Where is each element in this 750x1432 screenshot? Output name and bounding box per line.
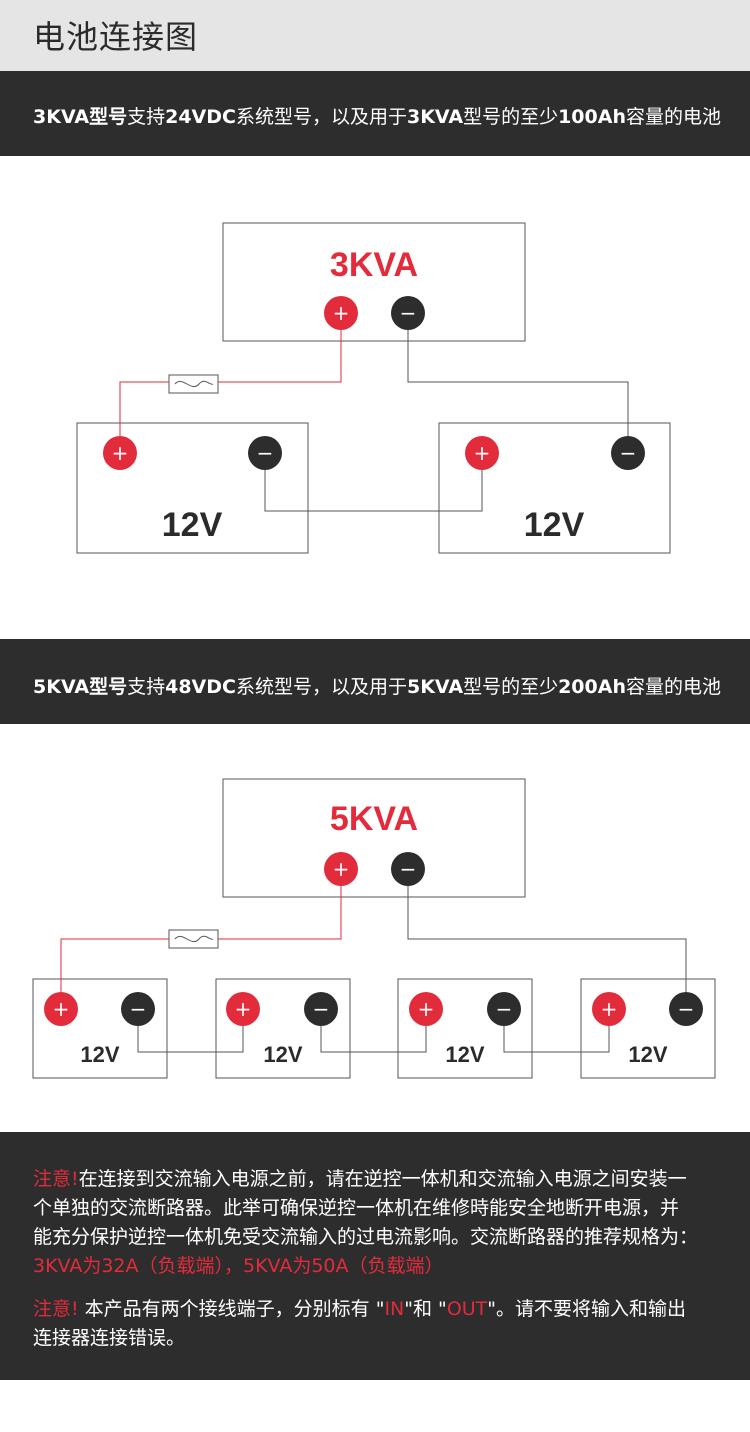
series-wire	[320, 1009, 427, 1053]
svg-text:+: +	[333, 857, 350, 881]
plus-terminal-icon: +	[226, 992, 260, 1026]
fuse	[168, 374, 219, 394]
svg-text:−: −	[130, 997, 147, 1021]
series-wire	[503, 1009, 610, 1053]
battery-label: 12V	[445, 1042, 484, 1067]
section2-description: 5KVA型号支持48VDC系统型号，以及用于5KVA型号的至少200Ah容量的电…	[33, 676, 721, 698]
inverter-box	[222, 778, 526, 898]
fuse-symbol	[174, 380, 214, 388]
svg-text:+: +	[333, 301, 350, 325]
warning-prefix: 注意!	[33, 1168, 79, 1190]
note-terminals: 注意! 本产品有两个接线端子，分别标有 "IN"和 "OUT"。请不要将输入和输…	[33, 1298, 687, 1349]
title-bar: 电池连接图	[0, 0, 750, 71]
svg-text:+: +	[235, 997, 252, 1021]
page-title: 电池连接图	[33, 18, 199, 56]
svg-text:+: +	[601, 997, 618, 1021]
inverter-label: 5KVA	[330, 800, 418, 838]
svg-text:+: +	[53, 997, 70, 1021]
plus-terminal-icon: +	[44, 992, 78, 1026]
notes-panel: 注意!在连接到交流输入电源之前，请在逆控一体机和交流输入电源之间安装一 个单独的…	[0, 1132, 750, 1380]
minus-terminal-icon: −	[391, 296, 425, 330]
inverter-label: 3KVA	[330, 246, 418, 284]
plus-terminal-icon: +	[592, 992, 626, 1026]
battery-box	[580, 978, 716, 1079]
negative-wire	[407, 313, 629, 453]
battery-box	[215, 978, 351, 1079]
section1-header: 3KVA型号支持24VDC系统型号，以及用于3KVA型号的至少100Ah容量的电…	[0, 71, 750, 156]
plus-terminal-icon: +	[324, 296, 358, 330]
plus-terminal-icon: +	[103, 436, 137, 470]
battery-box	[397, 978, 533, 1079]
warning-prefix: 注意!	[33, 1298, 79, 1320]
svg-text:+: +	[474, 441, 491, 465]
section2-header: 5KVA型号支持48VDC系统型号，以及用于5KVA型号的至少200Ah容量的电…	[0, 639, 750, 724]
svg-text:+: +	[112, 441, 129, 465]
minus-terminal-icon: −	[611, 436, 645, 470]
svg-text:−: −	[257, 441, 274, 465]
series-wire	[264, 453, 483, 512]
battery-label: 12V	[162, 506, 223, 544]
positive-wire	[60, 938, 169, 1009]
battery-box	[76, 422, 309, 554]
plus-terminal-icon: +	[465, 436, 499, 470]
negative-wire	[407, 869, 687, 1009]
battery-label: 12V	[263, 1042, 302, 1067]
plus-terminal-icon: +	[409, 992, 443, 1026]
plus-terminal-icon: +	[324, 852, 358, 886]
svg-text:−: −	[400, 301, 417, 325]
battery-label: 12V	[80, 1042, 119, 1067]
svg-text:−: −	[400, 857, 417, 881]
minus-terminal-icon: −	[487, 992, 521, 1026]
battery-box	[438, 422, 671, 554]
note-breaker: 注意!在连接到交流输入电源之前，请在逆控一体机和交流输入电源之间安装一 个单独的…	[33, 1168, 699, 1277]
positive-wire	[218, 869, 342, 940]
fuse-symbol	[174, 935, 214, 943]
diagram-3kva: 3KVA + − + − 12V + − 12V	[76, 222, 671, 554]
minus-terminal-icon: −	[669, 992, 703, 1026]
minus-terminal-icon: −	[248, 436, 282, 470]
positive-wire	[119, 381, 169, 453]
diagram-5kva: 5KVA + − + − 12V + − 12V + − 12V +	[32, 778, 716, 1079]
battery-label: 12V	[524, 506, 585, 544]
battery-box	[32, 978, 168, 1079]
series-wire	[137, 1009, 244, 1053]
minus-terminal-icon: −	[304, 992, 338, 1026]
svg-text:−: −	[496, 997, 513, 1021]
battery-label: 12V	[628, 1042, 667, 1067]
minus-terminal-icon: −	[391, 852, 425, 886]
positive-wire	[218, 313, 342, 383]
minus-terminal-icon: −	[121, 992, 155, 1026]
svg-text:+: +	[418, 997, 435, 1021]
svg-text:−: −	[313, 997, 330, 1021]
section1-description: 3KVA型号支持24VDC系统型号，以及用于3KVA型号的至少100Ah容量的电…	[33, 106, 721, 128]
svg-text:−: −	[678, 997, 695, 1021]
svg-text:−: −	[620, 441, 637, 465]
inverter-box	[222, 222, 526, 342]
